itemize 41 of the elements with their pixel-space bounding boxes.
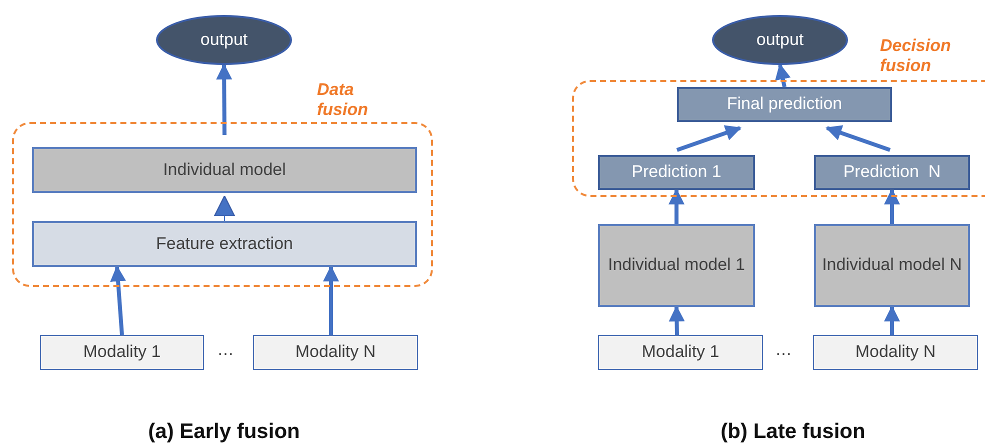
prediction-box xyxy=(814,155,970,190)
node-label: Modality N xyxy=(855,341,936,364)
arrow xyxy=(323,265,339,335)
model-box xyxy=(598,224,755,307)
node-label: Feature extraction xyxy=(156,232,293,255)
input-box xyxy=(813,335,978,370)
arrow xyxy=(884,188,900,224)
node-label: Prediction N xyxy=(843,161,941,184)
node-label: Individual model 1 xyxy=(608,254,746,276)
group-label: Decision fusion xyxy=(880,36,952,76)
node-label: output xyxy=(200,28,248,51)
prediction-box xyxy=(598,155,755,190)
arrow xyxy=(826,125,891,152)
caption: (a) Early fusion xyxy=(148,420,300,444)
arrow xyxy=(884,305,900,335)
input-box xyxy=(253,335,418,370)
ellipsis: … xyxy=(775,340,792,360)
node-label: Modality 1 xyxy=(83,341,161,364)
arrow xyxy=(214,195,236,222)
model-box xyxy=(32,147,417,193)
arrow xyxy=(775,63,791,88)
group-label: Data fusion xyxy=(317,80,369,120)
node-label: Individual model N xyxy=(822,254,962,276)
process-box xyxy=(32,221,417,267)
node-label: Individual model xyxy=(163,158,286,181)
model-box xyxy=(814,224,970,307)
arrow xyxy=(668,305,685,336)
arrow xyxy=(110,265,126,336)
prediction-box xyxy=(677,87,892,122)
caption: (b) Late fusion xyxy=(720,420,866,444)
arrow xyxy=(676,125,742,152)
input-box xyxy=(598,335,763,370)
node-label: Modality 1 xyxy=(642,341,720,364)
arrow xyxy=(216,63,232,136)
node-label: Final prediction xyxy=(726,93,842,116)
arrow xyxy=(668,188,684,224)
node-label: Prediction 1 xyxy=(632,161,722,184)
node-label: output xyxy=(756,28,804,51)
input-box xyxy=(40,335,204,370)
ellipsis: … xyxy=(217,340,234,360)
node-label: Modality N xyxy=(295,341,376,364)
